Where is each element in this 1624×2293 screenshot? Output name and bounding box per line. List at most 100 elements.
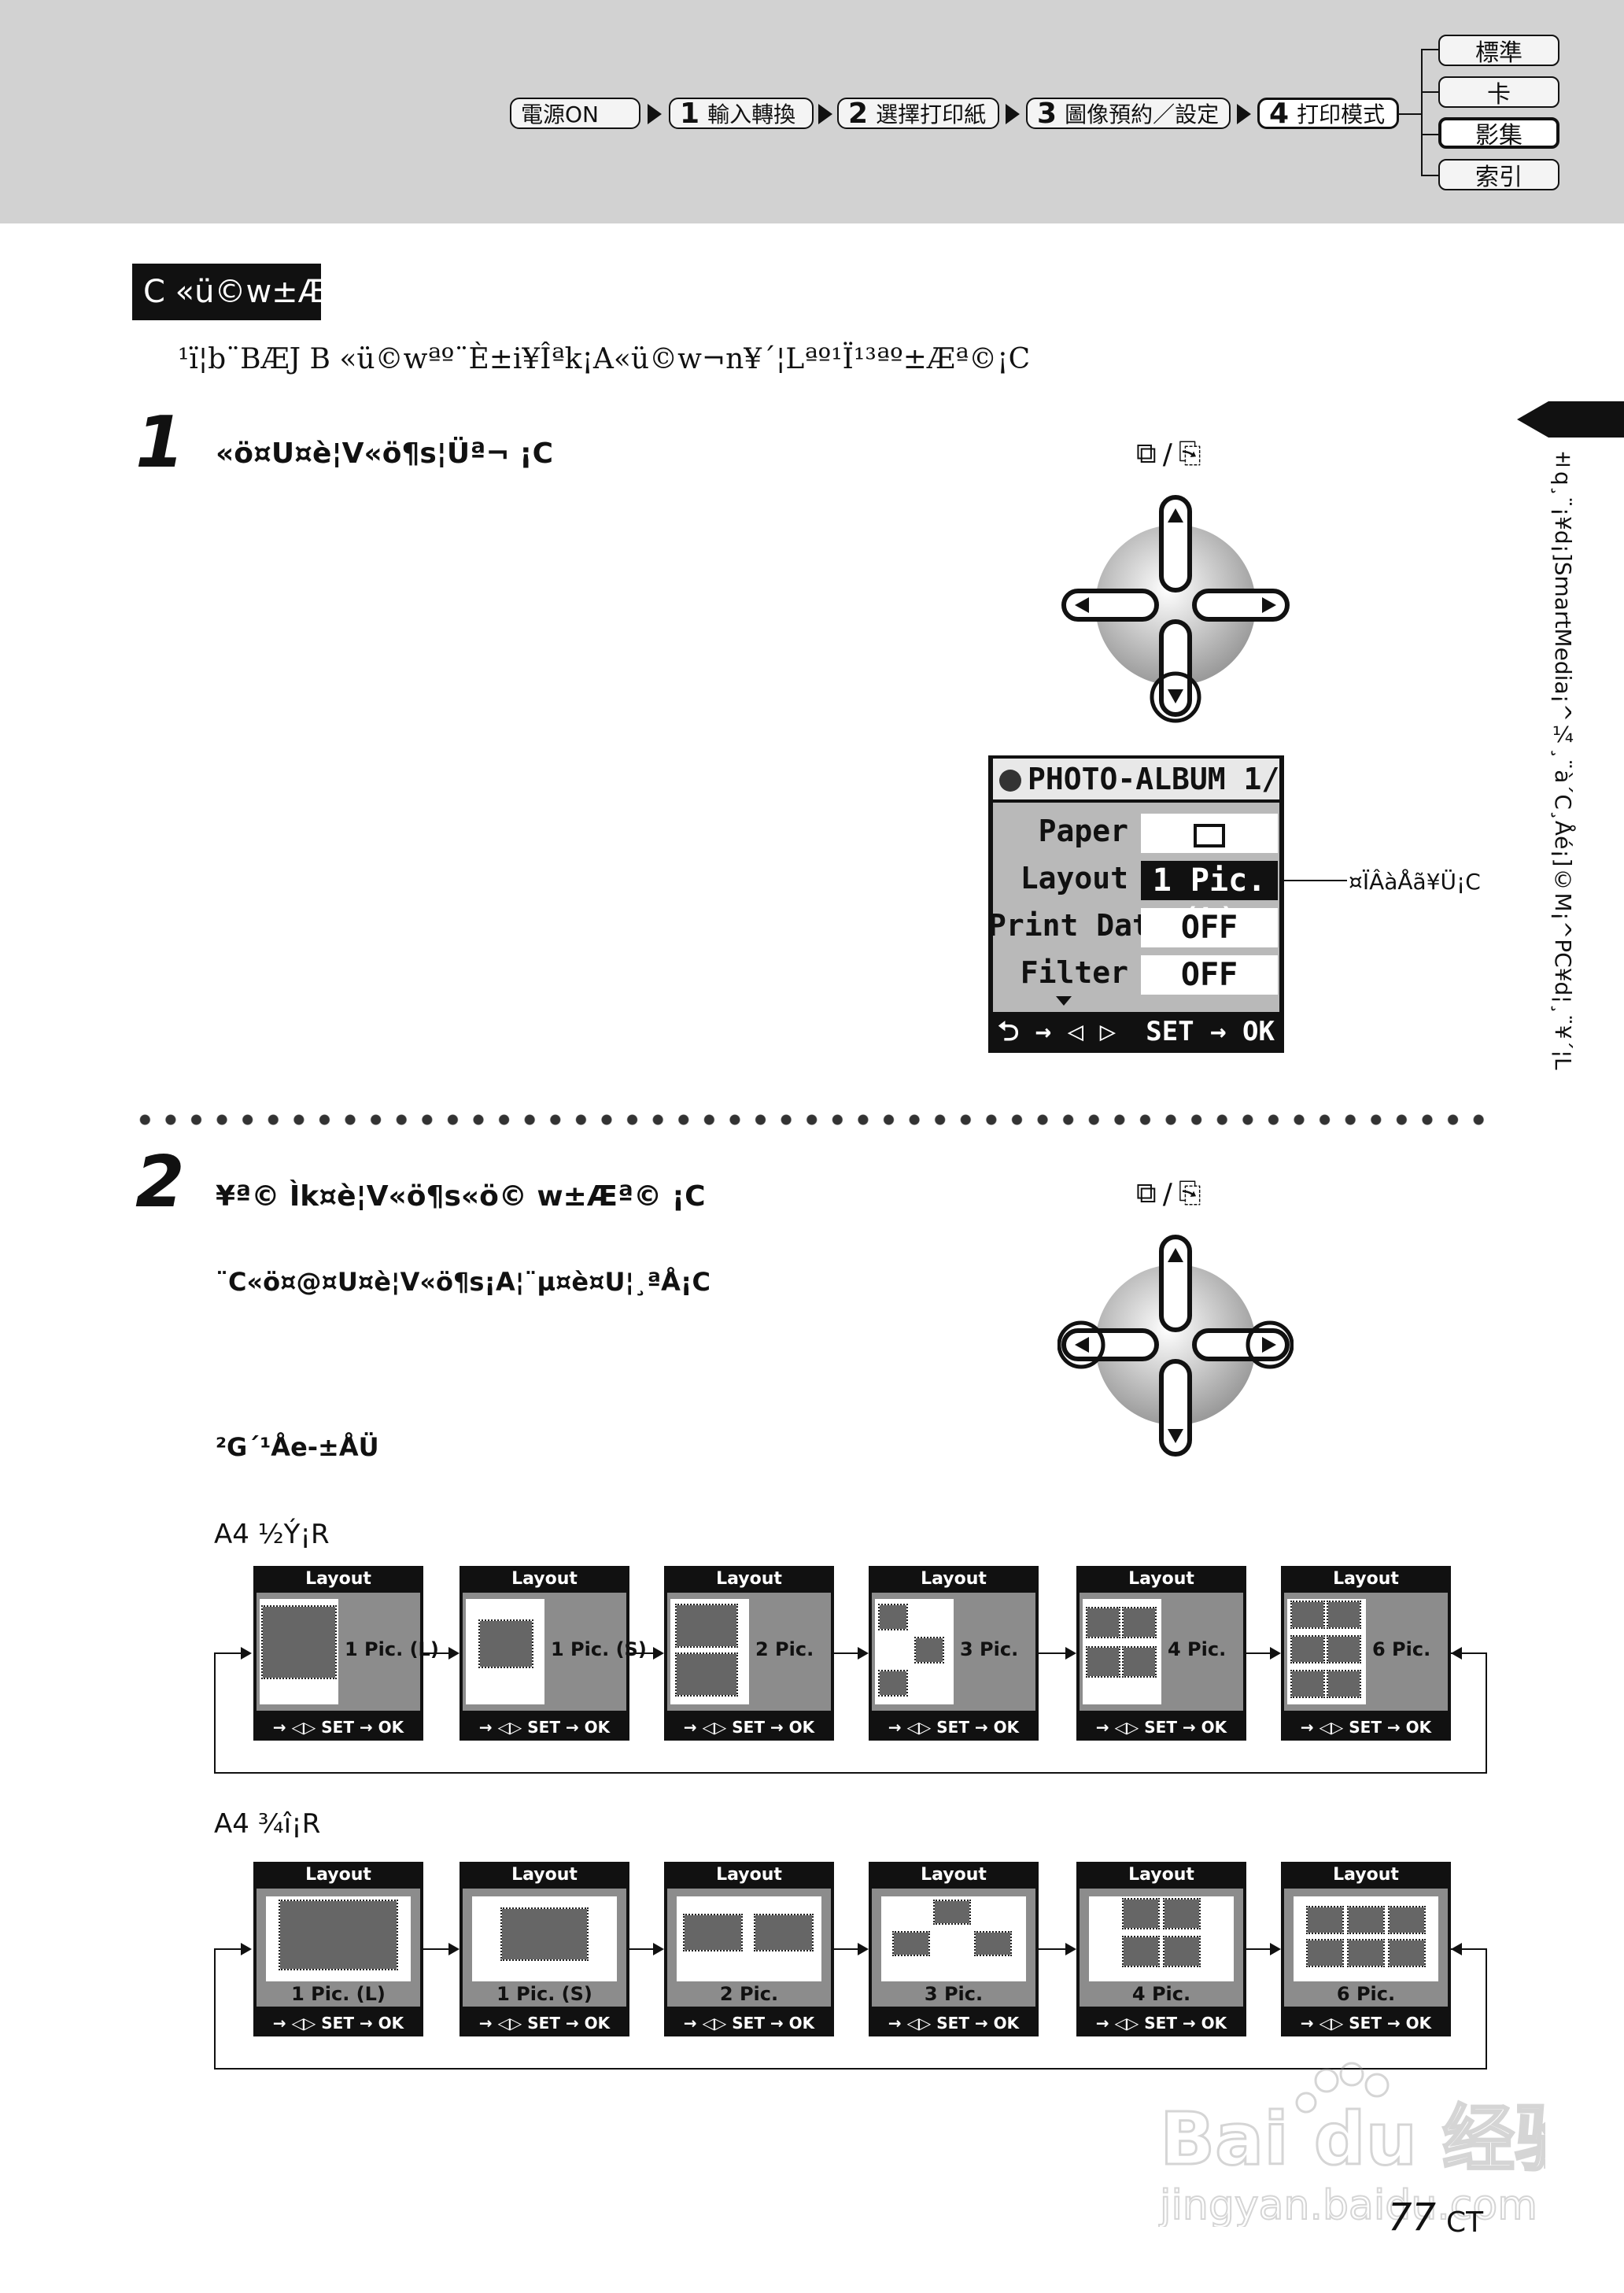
- mode-bracket-line: [1399, 113, 1421, 115]
- picture-slot: [1086, 1607, 1120, 1638]
- layout-label: 4 Pic.: [1168, 1638, 1227, 1660]
- thumb-preview: 1 Pic. (S): [463, 1593, 647, 1711]
- thumb-footer: → ◁▷ SET → OK: [869, 2010, 1039, 2036]
- paper-sheet: [1089, 1896, 1234, 1981]
- loop-connector: [214, 1772, 1487, 1774]
- arrow-right-icon: [858, 1647, 869, 1660]
- loop-connector: [214, 1652, 242, 1654]
- callout-text: ¤ÏÂàÅã¥Ü¡C: [1349, 869, 1481, 895]
- loop-connector: [1486, 1948, 1487, 2068]
- picture-slot: [974, 1931, 1012, 1956]
- thumb-footer-left: → ◁▷: [1095, 2014, 1139, 2033]
- thumb-footer-left: → ◁▷: [1300, 1718, 1344, 1737]
- layout-label: 2 Pic.: [755, 1638, 814, 1660]
- thumb-header: Layout: [1128, 1569, 1194, 1589]
- thumb-footer-right: SET → OK: [1144, 2014, 1227, 2033]
- loop-connector: [214, 1652, 216, 1772]
- flow-step-label: 電源ON: [521, 102, 599, 127]
- copy-icon: ⧉: [1136, 438, 1157, 470]
- thumb-header: Layout: [511, 1569, 578, 1589]
- lcd-label-filter: Filter: [1020, 955, 1128, 990]
- picture-slot: [279, 1900, 398, 1970]
- thumb-preview: 1 Pic. (L): [257, 1593, 439, 1711]
- lcd-footer: ⮌ → ◁ ▷ SET → OK: [993, 1014, 1279, 1050]
- step-1-number: 1: [135, 401, 185, 484]
- page-number: 77: [1388, 2195, 1437, 2239]
- step-2-button-caption: ⧉ / ⎘: [1136, 1177, 1201, 1210]
- picture-slot: [1388, 1906, 1426, 1934]
- layout-label: 6 Pic.: [1372, 1638, 1431, 1660]
- arrow-right-icon: [1065, 1647, 1076, 1660]
- thumb-footer-left: → ◁▷: [683, 1718, 727, 1737]
- picture-slot: [1163, 1898, 1201, 1929]
- portrait-label: A4 ½Ý¡R: [214, 1519, 330, 1550]
- thumb-header: Layout: [305, 1569, 371, 1589]
- thumb-footer-left: → ◁▷: [1300, 2014, 1344, 2033]
- picture-slot: [1290, 1601, 1325, 1629]
- dpad-step-1: [1061, 495, 1290, 723]
- thumb-footer: → ◁▷ SET → OK: [253, 2010, 423, 2036]
- picture-slot: [1122, 1646, 1157, 1678]
- flow-connector: [834, 1948, 859, 1950]
- lcd-value-print-date: OFF: [1141, 908, 1278, 947]
- arrow-right-icon: [448, 1647, 460, 1660]
- picture-slot: [892, 1931, 930, 1956]
- lcd-footer-left: → ◁ ▷: [1035, 1016, 1116, 1047]
- picture-slot: [261, 1605, 337, 1679]
- flow-connector: [629, 1948, 655, 1950]
- watermark-text: Bai du 经验: [1160, 2097, 1545, 2181]
- thumb-header: Layout: [716, 1569, 782, 1589]
- thumb-footer: → ◁▷ SET → OK: [1076, 2010, 1246, 2036]
- thumb-footer-left: → ◁▷: [272, 1718, 316, 1737]
- flow-connector: [423, 1948, 450, 1950]
- side-tab-marker: [1517, 401, 1624, 438]
- flow-step-label: 圖像預約／設定: [1065, 102, 1220, 127]
- highlight-right-ring: [1246, 1320, 1294, 1369]
- flow-step-number: 3: [1037, 97, 1057, 130]
- thumb-footer-right: SET → OK: [321, 2014, 404, 2033]
- paper-sheet-icon: [1194, 824, 1225, 847]
- thumb-preview: 2 Pic.: [667, 1593, 831, 1711]
- thumb-footer-right: SET → OK: [527, 1718, 611, 1737]
- flow-connector: [834, 1652, 859, 1654]
- lcd-value-filter: OFF: [1141, 955, 1278, 995]
- flow-step-power-on: 電源ON: [510, 98, 640, 129]
- mode-bracket-line: [1421, 91, 1438, 93]
- mode-index: 索引: [1438, 159, 1559, 191]
- arrow-right-icon: [448, 1943, 460, 1955]
- thumb-footer: → ◁▷ SET → OK: [664, 2010, 834, 2036]
- thumb-header: Layout: [921, 1865, 987, 1885]
- arrow-right-icon: [858, 1943, 869, 1955]
- arrow-right-icon: [241, 1647, 252, 1660]
- flow-step-number: 2: [848, 97, 869, 130]
- rotate-icon: ⎘: [1178, 438, 1201, 470]
- thumb-footer: → ◁▷ SET → OK: [460, 2010, 629, 2036]
- picture-slot: [1347, 1906, 1385, 1934]
- flow-step-label: 打印模式: [1297, 102, 1386, 127]
- thumb-preview: 1 Pic. (S): [463, 1889, 626, 2007]
- lcd-title: PHOTO-ALBUM 1/2: [1028, 762, 1279, 796]
- lcd-value-layout: 1 Pic. (L): [1141, 861, 1278, 938]
- dotted-separator: [132, 1114, 1486, 1125]
- dpad-step-2: [1057, 1235, 1294, 1457]
- thumb-footer-right: SET → OK: [527, 2014, 611, 2033]
- thumb-footer-right: SET → OK: [936, 2014, 1020, 2033]
- picture-slot: [1122, 1936, 1160, 1967]
- thumb-header: Layout: [1333, 1569, 1399, 1589]
- thumb-footer: → ◁▷ SET → OK: [664, 1714, 834, 1741]
- rotate-icon: ⎘: [1178, 1177, 1201, 1209]
- picture-slot: [1290, 1635, 1325, 1663]
- picture-slot: [1306, 1939, 1344, 1967]
- lcd-value-paper: [1141, 814, 1278, 853]
- picture-slot: [1122, 1607, 1157, 1638]
- return-icon: ⮌: [998, 1016, 1020, 1047]
- callout-line: [1281, 880, 1347, 881]
- thumb-footer: → ◁▷ SET → OK: [1281, 1714, 1451, 1741]
- thumb-footer-right: SET → OK: [321, 1718, 404, 1737]
- flow-connector: [1039, 1948, 1067, 1950]
